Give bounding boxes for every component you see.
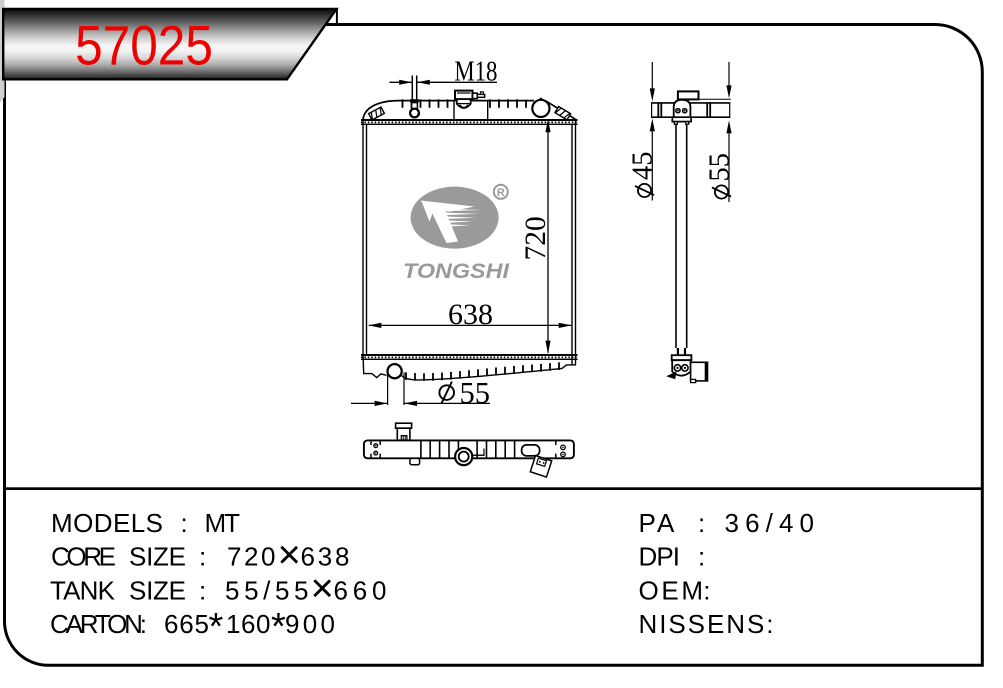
svg-text:720: 720 bbox=[520, 216, 552, 260]
svg-text:638: 638 bbox=[301, 542, 350, 572]
svg-text:×: × bbox=[311, 567, 334, 611]
svg-text:CARTON:: CARTON: bbox=[50, 609, 147, 639]
svg-text:TONGSHI: TONGSHI bbox=[403, 260, 510, 283]
svg-text:160: 160 bbox=[226, 609, 271, 639]
svg-text:55: 55 bbox=[705, 153, 736, 182]
svg-text:OEM: OEM bbox=[639, 575, 704, 605]
svg-text:57025: 57025 bbox=[75, 15, 213, 77]
svg-text::: : bbox=[698, 542, 705, 572]
svg-text:CORE: CORE bbox=[51, 542, 116, 572]
svg-text:SIZE: SIZE bbox=[129, 575, 186, 605]
svg-text:720: 720 bbox=[227, 542, 276, 572]
svg-text:P: P bbox=[639, 508, 656, 538]
svg-text:36/40: 36/40 bbox=[725, 508, 815, 538]
svg-text:45: 45 bbox=[628, 152, 659, 181]
svg-text:DPI: DPI bbox=[639, 542, 681, 572]
svg-text:660: 660 bbox=[334, 575, 387, 605]
svg-text:×: × bbox=[278, 533, 301, 577]
svg-text:M18: M18 bbox=[454, 55, 497, 87]
svg-text:A: A bbox=[657, 508, 675, 538]
svg-text:638: 638 bbox=[448, 298, 493, 331]
svg-text:SIZE: SIZE bbox=[129, 542, 186, 572]
svg-text:*: * bbox=[271, 606, 286, 648]
svg-text::: : bbox=[698, 508, 705, 538]
svg-text:665: 665 bbox=[164, 609, 209, 639]
svg-text:900: 900 bbox=[285, 609, 335, 639]
svg-text:55: 55 bbox=[460, 376, 491, 410]
svg-text::: : bbox=[703, 575, 710, 605]
svg-text::: : bbox=[181, 508, 188, 538]
svg-text:MODELS: MODELS bbox=[51, 508, 163, 538]
svg-text:MT: MT bbox=[205, 508, 241, 538]
svg-text::: : bbox=[199, 542, 206, 572]
svg-text:NISSENS:: NISSENS: bbox=[639, 609, 774, 639]
svg-text:TANK: TANK bbox=[50, 575, 116, 605]
svg-text::: : bbox=[199, 575, 206, 605]
svg-text:*: * bbox=[209, 606, 224, 648]
svg-text:55/55: 55/55 bbox=[225, 575, 309, 605]
svg-text:R: R bbox=[497, 187, 505, 199]
